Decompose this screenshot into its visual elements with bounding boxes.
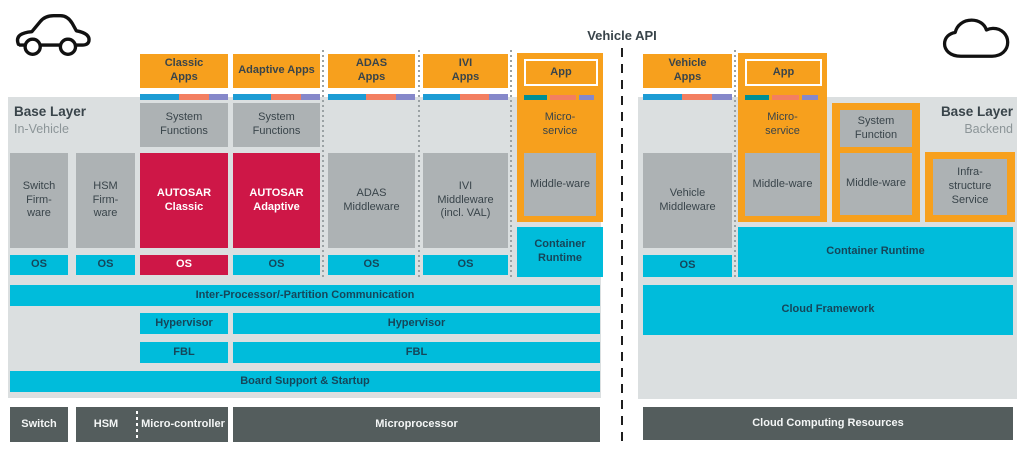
box-system-function-backend: System Function: [840, 110, 912, 147]
box-app-left: App: [524, 59, 598, 86]
vehicle-api-divider: [621, 48, 623, 448]
box-container-runtime-left: Container Runtime: [517, 227, 603, 277]
box-middleware-system-function: Middle-ware: [840, 153, 912, 215]
label-microservice-left: Micro- service: [542, 111, 578, 137]
header-adaptive-apps: Adaptive Apps: [233, 54, 320, 88]
bar-inter-processor-communication: Inter-Processor/-Partition Communication: [10, 285, 600, 306]
bar-board-support-startup: Board Support & Startup: [10, 371, 600, 392]
box-system-functions-classic: System Functions: [140, 103, 228, 147]
box-ivi-middleware: IVI Middleware (incl. VAL): [423, 153, 508, 248]
car-icon: [15, 14, 91, 56]
bar-fbl-mpu: FBL: [233, 342, 600, 363]
os-ivi: OS: [423, 255, 508, 275]
box-infrastructure-service: Infra- structure Service: [933, 159, 1007, 215]
bar-hypervisor-mpu: Hypervisor: [233, 313, 600, 334]
header-vehicle-apps: Vehicle Apps: [643, 54, 732, 88]
box-switch-firmware: Switch Firm- ware: [10, 153, 68, 248]
box-app-right: App: [745, 59, 822, 86]
header-adas-apps: ADAS Apps: [328, 54, 415, 88]
api-strip-adas: [328, 94, 415, 100]
os-autosar-adaptive: OS: [233, 255, 320, 275]
cloud-icon: [942, 18, 1010, 58]
os-adas: OS: [328, 255, 415, 275]
base-layer-title-backend: Base Layer: [940, 104, 1013, 119]
hw-microprocessor: Microprocessor: [233, 407, 600, 442]
box-container-runtime-right: Container Runtime: [738, 227, 1013, 277]
os-hsm: OS: [76, 255, 135, 275]
divider-vehicleapps-app: [734, 50, 736, 278]
bar-fbl-mcu: FBL: [140, 342, 228, 363]
base-layer-title: Base Layer: [14, 104, 87, 119]
header-ivi-apps: IVI Apps: [423, 54, 508, 88]
vehicle-api-label: Vehicle API: [587, 28, 657, 43]
bar-hypervisor-mcu: Hypervisor: [140, 313, 228, 334]
box-autosar-classic: AUTOSAR Classic: [140, 153, 228, 248]
api-strip-app-left: [524, 95, 594, 100]
api-strip-vehicle-apps: [643, 94, 732, 100]
label-microservice-right: Micro- service: [765, 111, 800, 137]
base-layer-in-vehicle-label: Base Layer In-Vehicle: [14, 103, 86, 137]
hw-hsm-microcontroller: HSM Micro-controller: [76, 407, 228, 442]
base-layer-subtitle-backend: Backend: [964, 121, 1013, 136]
divider-adas-ivi: [418, 50, 420, 278]
header-classic-apps: Classic Apps: [140, 54, 228, 88]
os-backend: OS: [643, 255, 732, 277]
os-autosar-classic: OS: [140, 255, 228, 275]
api-strip-adaptive: [233, 94, 320, 100]
box-cloud-framework: Cloud Framework: [643, 285, 1013, 335]
divider-adaptive-adas: [322, 50, 324, 278]
box-middleware-left: Middle-ware: [524, 153, 596, 216]
hw-microcontroller-label: Micro-controller: [138, 407, 228, 442]
hw-hsm-label: HSM: [76, 407, 136, 442]
box-autosar-adaptive: AUTOSAR Adaptive: [233, 153, 320, 248]
api-strip-classic: [140, 94, 228, 100]
hw-cloud-computing-resources: Cloud Computing Resources: [643, 407, 1013, 440]
box-vehicle-middleware: Vehicle Middleware: [643, 153, 732, 248]
hsm-mcu-divider: [136, 410, 138, 439]
base-layer-backend-label: Base Layer Backend: [870, 103, 1013, 137]
api-strip-ivi: [423, 94, 508, 100]
api-strip-app-right: [745, 95, 818, 100]
box-system-functions-adaptive: System Functions: [233, 103, 320, 147]
box-hsm-firmware: HSM Firm- ware: [76, 153, 135, 248]
os-switch: OS: [10, 255, 68, 275]
divider-ivi-app: [510, 50, 512, 278]
hw-switch: Switch: [10, 407, 68, 442]
base-layer-subtitle: In-Vehicle: [14, 121, 69, 136]
box-middleware-right: Middle-ware: [745, 153, 820, 216]
box-adas-middleware: ADAS Middleware: [328, 153, 415, 248]
